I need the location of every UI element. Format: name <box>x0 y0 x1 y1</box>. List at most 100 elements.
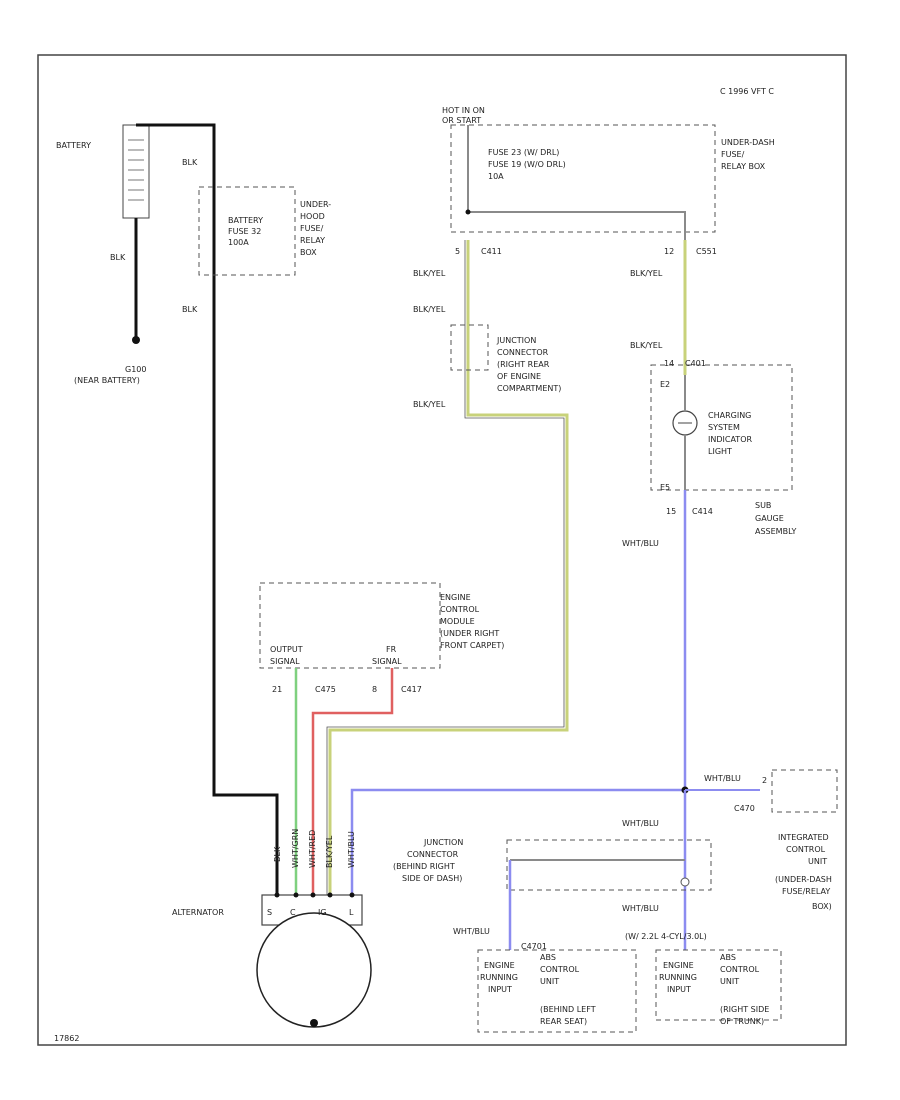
wire-fuse-internal <box>467 125 686 240</box>
svg-text:OF TRUNK): OF TRUNK) <box>720 1017 764 1026</box>
splice-fuse <box>465 209 471 215</box>
wire-label-blk-1: BLK <box>182 158 198 167</box>
svg-text:OR START: OR START <box>442 116 481 125</box>
svg-text:ENGINE: ENGINE <box>484 961 515 970</box>
svg-text:(RIGHT SIDE: (RIGHT SIDE <box>720 1005 769 1014</box>
diagram-frame <box>37 54 847 1046</box>
wire-label-blk-ground: BLK <box>110 253 126 262</box>
connector-c475: C475 <box>315 685 336 694</box>
svg-text:C: C <box>290 908 296 917</box>
svg-text:ALTERNATOR: ALTERNATOR <box>172 908 224 917</box>
connector-c414: C414 <box>692 507 713 516</box>
wire-label-wht-blu-1: WHT/BLU <box>622 539 659 548</box>
svg-text:ENGINE: ENGINE <box>663 961 694 970</box>
svg-text:ENGINE: ENGINE <box>440 593 471 602</box>
svg-text:RELAY: RELAY <box>300 236 325 245</box>
svg-text:WHT/RED: WHT/RED <box>308 830 317 868</box>
svg-text:UNDER-DASH: UNDER-DASH <box>721 138 775 147</box>
wire-blk-yel-left <box>328 240 569 895</box>
pin-14: 14 <box>664 359 674 368</box>
wire-label-blk-2: BLK <box>182 305 198 314</box>
wire-label-blk-yel-5: BLK/YEL <box>630 341 663 350</box>
svg-text:FUSE 32: FUSE 32 <box>228 227 261 236</box>
svg-text:WHT/BLU: WHT/BLU <box>347 831 356 868</box>
svg-text:UNIT: UNIT <box>808 857 827 866</box>
svg-text:FRONT CARPET): FRONT CARPET) <box>440 641 504 650</box>
integrated-control-unit: 2 INTEGRATED CONTROL UNIT (UNDER-DASH FU… <box>762 769 838 911</box>
svg-text:CONNECTOR: CONNECTOR <box>497 348 549 357</box>
diagram-id: C 1996 VFT C <box>720 87 774 96</box>
alternator-wire-labels: BLK WHT/GRN WHT/RED BLK/YEL WHT/BLU <box>273 829 356 868</box>
svg-text:BATTERY: BATTERY <box>228 216 263 225</box>
pin-21: 21 <box>272 685 282 694</box>
charging-indicator-light: E2 CHARGING SYSTEM INDICATOR LIGHT E5 SU… <box>650 364 796 536</box>
svg-text:FUSE/RELAY: FUSE/RELAY <box>782 887 830 896</box>
ground-point <box>132 336 140 344</box>
svg-text:SIDE OF DASH): SIDE OF DASH) <box>402 874 462 883</box>
wire-blk-yel-left-border <box>326 240 565 895</box>
svg-text:RUNNING: RUNNING <box>480 973 518 982</box>
svg-text:IG: IG <box>318 908 327 917</box>
svg-text:INTEGRATED: INTEGRATED <box>778 833 829 842</box>
svg-text:INPUT: INPUT <box>488 985 512 994</box>
svg-text:SUB: SUB <box>755 501 771 510</box>
svg-text:UNIT: UNIT <box>540 977 559 986</box>
svg-text:HOOD: HOOD <box>300 212 325 221</box>
svg-text:CONTROL: CONTROL <box>786 845 826 854</box>
pin-5: 5 <box>455 247 460 256</box>
footer-code: 17862 <box>54 1034 79 1043</box>
under-dash-fuse-box: HOT IN ON OR START FUSE 23 (W/ DRL) FUSE… <box>442 106 775 233</box>
svg-text:HOT IN ON: HOT IN ON <box>442 106 485 115</box>
connector-c417: C417 <box>401 685 422 694</box>
svg-text:JUNCTION: JUNCTION <box>423 838 463 847</box>
svg-text:FUSE 23 (W/ DRL): FUSE 23 (W/ DRL) <box>488 148 559 157</box>
ground-label: G100 <box>125 365 146 374</box>
svg-text:MODULE: MODULE <box>440 617 475 626</box>
svg-text:(UNDER-DASH: (UNDER-DASH <box>775 875 832 884</box>
svg-text:BOX): BOX) <box>812 902 832 911</box>
battery-label: BATTERY <box>56 141 91 150</box>
pin-8: 8 <box>372 685 377 694</box>
svg-text:(W/ 2.2L 4-CYL/3.0L): (W/ 2.2L 4-CYL/3.0L) <box>625 932 707 941</box>
wire-wht-red <box>311 668 394 895</box>
wire-label-blk-yel-3: BLK/YEL <box>413 400 446 409</box>
svg-text:INPUT: INPUT <box>667 985 691 994</box>
svg-text:GAUGE: GAUGE <box>755 514 784 523</box>
svg-text:COMPARTMENT): COMPARTMENT) <box>497 384 561 393</box>
svg-text:CHARGING: CHARGING <box>708 411 751 420</box>
svg-text:(UNDER RIGHT: (UNDER RIGHT <box>440 629 499 638</box>
svg-text:C4701: C4701 <box>521 942 547 951</box>
junction-connector-dash: JUNCTION CONNECTOR (BEHIND RIGHT SIDE OF… <box>393 838 712 891</box>
svg-text:UNDER-: UNDER- <box>300 200 331 209</box>
svg-text:UNIT: UNIT <box>720 977 739 986</box>
svg-text:2: 2 <box>762 776 767 785</box>
abs-control-unit-right: (W/ 2.2L 4-CYL/3.0L) ENGINE RUNNING INPU… <box>625 932 782 1026</box>
svg-text:CONTROL: CONTROL <box>720 965 760 974</box>
svg-text:RUNNING: RUNNING <box>659 973 697 982</box>
junction-connector-engine: JUNCTION CONNECTOR (RIGHT REAR OF ENGINE… <box>450 324 561 393</box>
wire-label-blk-yel-4: BLK/YEL <box>630 269 663 278</box>
svg-text:100A: 100A <box>228 238 249 247</box>
svg-text:ASSEMBLY: ASSEMBLY <box>755 527 796 536</box>
svg-text:RELAY BOX: RELAY BOX <box>721 162 766 171</box>
svg-text:10A: 10A <box>488 172 504 181</box>
svg-text:E5: E5 <box>660 483 670 492</box>
svg-text:JUNCTION: JUNCTION <box>496 336 536 345</box>
engine-control-module: ENGINE CONTROL MODULE (UNDER RIGHT FRONT… <box>259 582 504 669</box>
svg-text:L: L <box>349 908 354 917</box>
svg-text:REAR SEAT): REAR SEAT) <box>540 1017 587 1026</box>
svg-text:S: S <box>267 908 272 917</box>
svg-text:BOX: BOX <box>300 248 317 257</box>
svg-text:FUSE/: FUSE/ <box>721 150 745 159</box>
wire-label-wht-blu-4: WHT/BLU <box>622 904 659 913</box>
svg-text:FUSE 19 (W/O DRL): FUSE 19 (W/O DRL) <box>488 160 566 169</box>
wire-battery-positive <box>136 123 279 895</box>
svg-text:ABS: ABS <box>720 953 736 962</box>
svg-text:SYSTEM: SYSTEM <box>708 423 740 432</box>
svg-text:FR: FR <box>386 645 397 654</box>
abs-control-unit-left: C4701 ENGINE RUNNING INPUT ABS CONTROL U… <box>477 942 637 1033</box>
connector-c411: C411 <box>481 247 502 256</box>
svg-text:BLK/YEL: BLK/YEL <box>325 835 334 868</box>
svg-text:CONNECTOR: CONNECTOR <box>407 850 459 859</box>
svg-text:ABS: ABS <box>540 953 556 962</box>
